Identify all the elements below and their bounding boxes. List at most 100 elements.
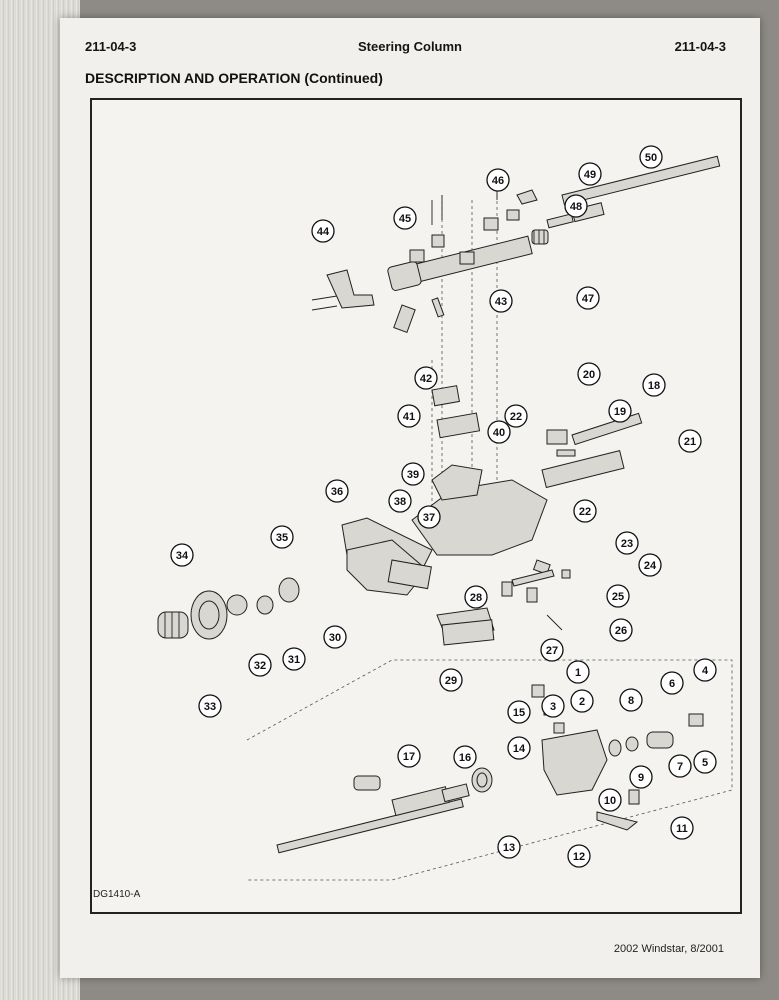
svg-text:49: 49 <box>584 169 596 181</box>
figure-id: DG1410-A <box>93 889 141 900</box>
svg-text:47: 47 <box>582 293 594 305</box>
module-29 <box>436 607 495 646</box>
svg-text:10: 10 <box>604 795 616 807</box>
callout-32: 32 <box>248 653 272 677</box>
svg-text:40: 40 <box>493 427 505 439</box>
svg-text:1: 1 <box>575 667 581 679</box>
callout-16: 16 <box>453 745 477 769</box>
section-title: DESCRIPTION AND OPERATION (Continued) <box>85 70 383 86</box>
callout-39: 39 <box>401 462 425 486</box>
lower-housing <box>341 517 433 596</box>
svg-text:42: 42 <box>420 373 432 385</box>
svg-text:41: 41 <box>403 411 415 423</box>
svg-text:12: 12 <box>573 851 585 863</box>
lower-components <box>157 577 300 640</box>
callout-12: 12 <box>567 844 591 868</box>
page-footer: 2002 Windstar, 8/2001 <box>613 943 724 955</box>
svg-text:6: 6 <box>669 678 675 690</box>
exploded-view-drawing: 1234567891011121314151617181920212222232… <box>157 145 733 881</box>
callout-44: 44 <box>311 219 335 243</box>
callout-17: 17 <box>397 744 421 768</box>
spring-48 <box>531 229 549 245</box>
svg-text:28: 28 <box>470 592 482 604</box>
callout-43: 43 <box>489 289 513 313</box>
callout-8: 8 <box>619 688 643 712</box>
callout-23: 23 <box>615 531 639 555</box>
callout-45: 45 <box>393 206 417 230</box>
callout-7: 7 <box>668 754 692 778</box>
callout-28: 28 <box>464 585 488 609</box>
callout-38: 38 <box>388 489 412 513</box>
callout-37: 37 <box>417 505 441 529</box>
callout-14: 14 <box>507 736 531 760</box>
callout-25: 25 <box>606 584 630 608</box>
svg-text:22: 22 <box>510 411 522 423</box>
svg-text:4: 4 <box>702 665 709 677</box>
callout-9: 9 <box>629 765 653 789</box>
svg-text:14: 14 <box>513 743 526 755</box>
svg-text:26: 26 <box>615 625 627 637</box>
callout-3: 3 <box>541 694 565 718</box>
callout-26: 26 <box>609 618 633 642</box>
callout-18: 18 <box>642 373 666 397</box>
svg-text:21: 21 <box>684 436 696 448</box>
callout-33: 33 <box>198 694 222 718</box>
svg-text:50: 50 <box>645 152 657 164</box>
callout-4: 4 <box>693 658 717 682</box>
svg-text:20: 20 <box>583 369 595 381</box>
svg-text:7: 7 <box>677 761 683 773</box>
svg-text:19: 19 <box>614 406 626 418</box>
callout-49: 49 <box>578 162 602 186</box>
callout-34: 34 <box>170 543 194 567</box>
svg-text:13: 13 <box>503 842 515 854</box>
svg-text:24: 24 <box>644 560 657 572</box>
callout-13: 13 <box>497 835 521 859</box>
callout-19: 19 <box>608 399 632 423</box>
svg-text:37: 37 <box>423 512 435 524</box>
svg-text:48: 48 <box>570 201 582 213</box>
svg-text:36: 36 <box>331 486 343 498</box>
callout-42: 42 <box>414 366 438 390</box>
svg-text:33: 33 <box>204 701 216 713</box>
svg-text:46: 46 <box>492 175 504 187</box>
svg-text:45: 45 <box>399 213 411 225</box>
callout-30: 30 <box>323 625 347 649</box>
svg-text:8: 8 <box>628 695 634 707</box>
svg-text:5: 5 <box>702 757 708 769</box>
svg-text:23: 23 <box>621 538 633 550</box>
svg-text:32: 32 <box>254 660 266 672</box>
callout-27: 27 <box>540 638 564 662</box>
svg-text:27: 27 <box>546 645 558 657</box>
manual-page: 211-04-3 Steering Column 211-04-3 DESCRI… <box>60 18 760 978</box>
callout-15: 15 <box>507 700 531 724</box>
page-number-right: 211-04-3 <box>674 39 726 54</box>
page-number-left: 211-04-3 <box>85 39 137 54</box>
callout-29: 29 <box>439 668 463 692</box>
callout-31: 31 <box>282 647 306 671</box>
callout-2: 2 <box>570 689 594 713</box>
svg-text:18: 18 <box>648 380 660 392</box>
callout-48: 48 <box>564 194 588 218</box>
svg-text:30: 30 <box>329 632 341 644</box>
callout-layer: 1234567891011121314151617181920212222232… <box>170 145 717 868</box>
svg-text:16: 16 <box>459 752 471 764</box>
callout-22: 22 <box>573 499 597 523</box>
callout-21: 21 <box>678 429 702 453</box>
callout-11: 11 <box>670 816 694 840</box>
svg-text:3: 3 <box>550 701 556 713</box>
callout-35: 35 <box>270 525 294 549</box>
page-header-title: Steering Column <box>357 39 462 54</box>
small-parts <box>501 559 571 631</box>
callout-24: 24 <box>638 553 662 577</box>
svg-text:25: 25 <box>612 591 624 603</box>
lock-parts <box>393 297 445 333</box>
svg-text:38: 38 <box>394 496 406 508</box>
callout-41: 41 <box>397 404 421 428</box>
svg-text:31: 31 <box>288 654 300 666</box>
callout-47: 47 <box>576 286 600 310</box>
svg-text:17: 17 <box>403 751 415 763</box>
callout-46: 46 <box>486 168 510 192</box>
clips <box>409 189 538 265</box>
svg-text:2: 2 <box>579 696 585 708</box>
